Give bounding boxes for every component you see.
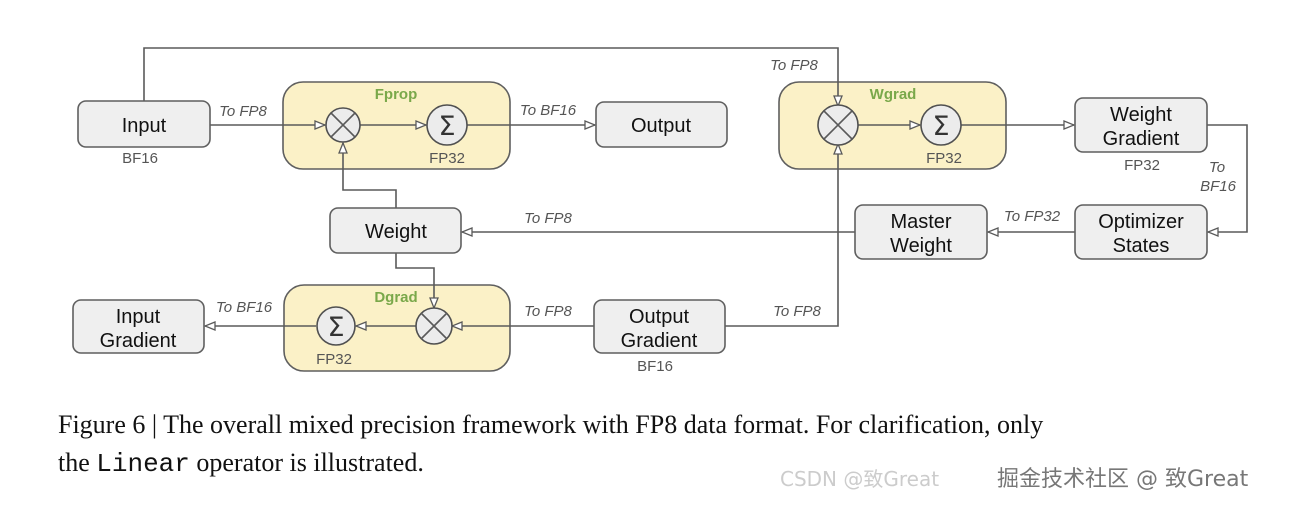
output-gradient-dtype: BF16 xyxy=(637,358,673,375)
edge-weight-to-fprop xyxy=(343,143,397,208)
code-linear: Linear xyxy=(96,449,190,479)
edge-label: To FP8 xyxy=(219,103,267,120)
svg-text:Gradient: Gradient xyxy=(100,330,177,352)
edge-label: To FP8 xyxy=(524,210,572,227)
svg-text:Σ: Σ xyxy=(438,111,455,142)
input-node: Input xyxy=(77,100,211,148)
dgrad-group: Dgrad xyxy=(283,284,511,372)
fprop-multiply-op xyxy=(325,107,361,143)
fprop-title: Fprop xyxy=(375,86,418,103)
optimizer-states-node: Optimizer States xyxy=(1074,204,1208,260)
svg-text:Weight: Weight xyxy=(890,235,952,257)
edge-input-to-wgrad xyxy=(143,47,838,106)
svg-text:Optimizer: Optimizer xyxy=(1098,211,1184,233)
edge-label: BF16 xyxy=(1200,178,1237,195)
svg-text:Output: Output xyxy=(631,115,691,137)
edge-output-gradient-to-wgrad xyxy=(725,144,838,327)
weight-gradient-dtype: FP32 xyxy=(1124,157,1160,174)
fprop-sum-op: Σ xyxy=(426,104,468,146)
sigma-icon xyxy=(920,104,962,146)
dgrad-sum-op: Σ xyxy=(316,306,356,346)
svg-text:Σ: Σ xyxy=(327,312,344,343)
svg-text:Output: Output xyxy=(629,306,689,328)
wgrad-multiply-op xyxy=(817,104,859,146)
svg-text:States: States xyxy=(1113,235,1170,257)
edges xyxy=(143,47,1248,327)
svg-text:Input: Input xyxy=(122,115,167,137)
svg-text:Gradient: Gradient xyxy=(1103,128,1180,150)
output-gradient-node: Output Gradient xyxy=(593,299,726,354)
dgrad-multiply-op xyxy=(415,307,453,345)
sigma-icon xyxy=(316,306,356,346)
output-node: Output xyxy=(595,101,728,148)
weight-gradient-node: Weight Gradient xyxy=(1074,97,1208,153)
watermark-secondary: CSDN @致Great xyxy=(780,467,939,491)
edge-label: To FP8 xyxy=(773,303,821,320)
figure-caption-line2: the Linear operator is illustrated. xyxy=(58,448,424,479)
svg-text:Weight: Weight xyxy=(365,221,427,243)
edge-weight-gradient-to-optimizer xyxy=(1207,124,1248,232)
weight-node: Weight xyxy=(329,207,462,254)
wgrad-accum-dtype: FP32 xyxy=(926,150,962,167)
dgrad-accum-dtype: FP32 xyxy=(316,351,352,368)
input-gradient-node: Input Gradient xyxy=(72,299,205,354)
edge-label: To BF16 xyxy=(216,299,273,316)
svg-text:Σ: Σ xyxy=(932,111,949,142)
svg-text:Gradient: Gradient xyxy=(621,330,698,352)
figure-caption-line1: Figure 6 | The overall mixed precision f… xyxy=(58,410,1043,439)
edge-label: To FP8 xyxy=(524,303,572,320)
edge-label: To FP8 xyxy=(770,57,818,74)
wgrad-title: Wgrad xyxy=(870,86,917,103)
watermark: 掘金技术社区 @ 致Great xyxy=(997,467,1249,492)
edge-label: To BF16 xyxy=(520,102,577,119)
master-weight-node: Master Weight xyxy=(854,204,988,260)
edge-label: To FP32 xyxy=(1004,208,1061,225)
sigma-icon xyxy=(426,104,468,146)
wgrad-sum-op: Σ xyxy=(920,104,962,146)
fprop-accum-dtype: FP32 xyxy=(429,150,465,167)
input-dtype: BF16 xyxy=(122,150,158,167)
svg-text:Master: Master xyxy=(890,211,951,233)
dgrad-title: Dgrad xyxy=(374,289,417,306)
edge-weight-to-dgrad xyxy=(395,253,434,308)
svg-text:Input: Input xyxy=(116,306,161,328)
svg-text:Weight: Weight xyxy=(1110,104,1172,126)
edge-label: To xyxy=(1209,159,1225,176)
